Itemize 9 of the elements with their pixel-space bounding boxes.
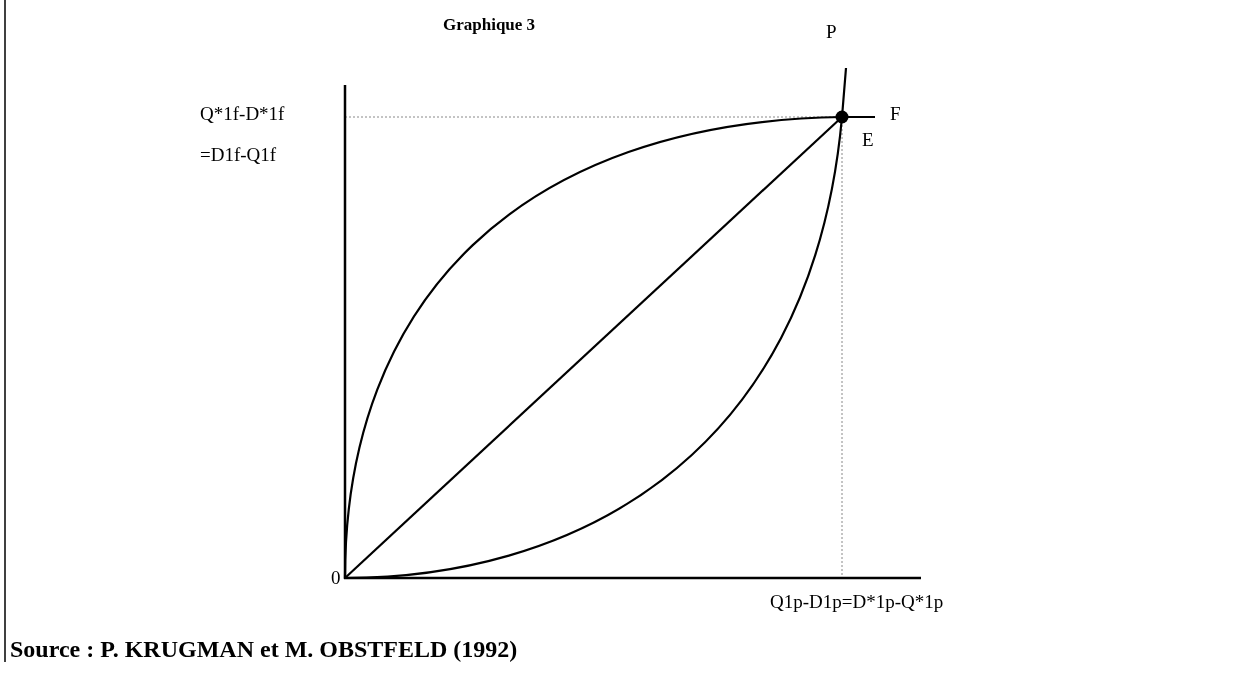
- origin-label: 0: [331, 568, 341, 589]
- curve-label: F: [890, 104, 901, 125]
- source-caption: Source : P. KRUGMAN et M. OBSTFELD (1992): [10, 636, 518, 663]
- point-label: E: [862, 130, 874, 151]
- axis-label: Q1p-D1p=D*1p-Q*1p: [770, 592, 944, 613]
- chart-title: Graphique 3: [443, 16, 536, 35]
- axis-label: =D1f-Q1f: [200, 145, 277, 166]
- axis-label: Q*1f-D*1f: [200, 104, 285, 125]
- curve-label: P: [826, 22, 837, 43]
